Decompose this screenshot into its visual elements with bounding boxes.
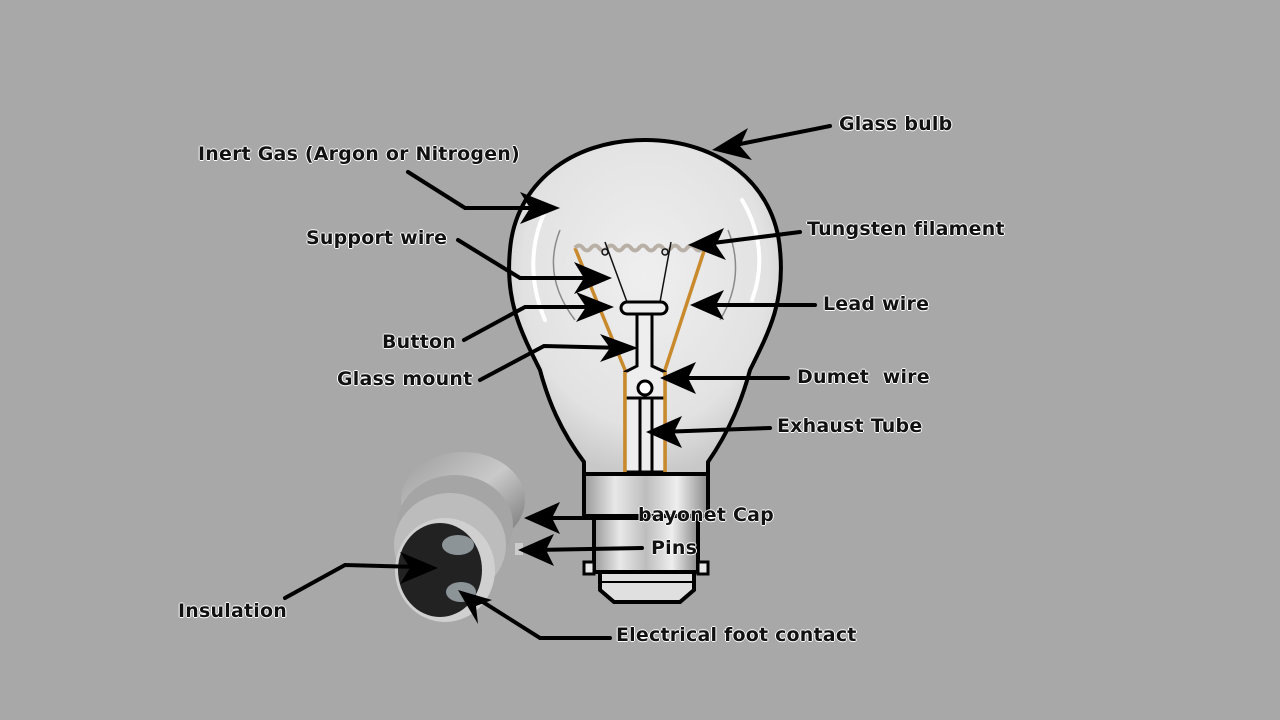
label-exhaust-tube: Exhaust Tube: [777, 415, 923, 437]
label-button: Button: [382, 331, 456, 353]
arrowheads: [400, 128, 752, 624]
label-electrical-foot-contact: Electrical foot contact: [616, 624, 857, 646]
label-bayonet-cap: bayonet Cap: [638, 504, 774, 526]
label-lead-wire: Lead wire: [823, 293, 930, 315]
label-pins: Pins: [651, 537, 698, 559]
support-wires: [601, 241, 672, 303]
label-dumet-wire: Dumet wire: [797, 366, 930, 388]
button: [619, 300, 669, 316]
label-glass-mount: Glass mount: [337, 368, 473, 390]
label-insulation: Insulation: [178, 600, 287, 622]
tungsten-filament: [573, 243, 705, 253]
label-inert-gas: Inert Gas (Argon or Nitrogen): [198, 143, 520, 165]
pointers: [283, 124, 832, 640]
cap-bottom-view: [394, 452, 525, 622]
label-support-wire: Support wire: [306, 227, 448, 249]
label-glass-bulb: Glass bulb: [839, 113, 953, 135]
bayonet-cap: [582, 472, 710, 604]
pin-contact-top: [442, 535, 474, 555]
exhaust-tube: [638, 398, 654, 472]
label-tungsten-filament: Tungsten filament: [807, 218, 1005, 240]
